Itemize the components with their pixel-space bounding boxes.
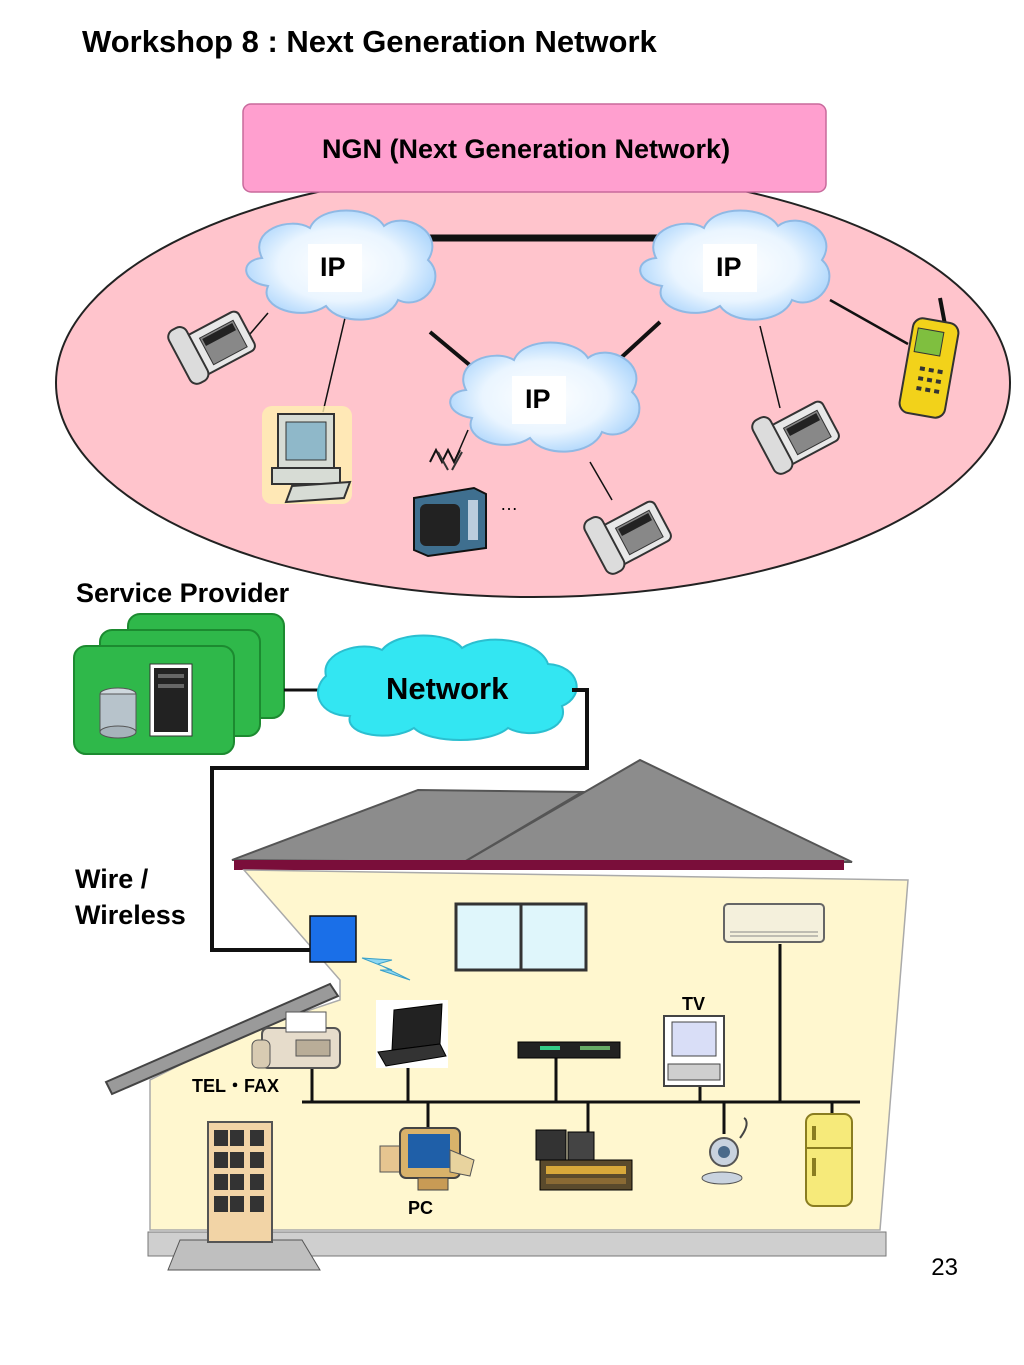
- laptop-icon: [376, 1000, 448, 1068]
- tv-label: TV: [682, 994, 706, 1014]
- telephone-icon: [751, 400, 840, 475]
- network-cloud: [317, 634, 578, 741]
- telephone-icon: [583, 500, 672, 575]
- page-title: Workshop 8 : Next Generation Network: [82, 24, 657, 59]
- ngn-banner-label: NGN (Next Generation Network): [322, 134, 731, 164]
- wire-connection: [210, 688, 589, 952]
- access-point-icon: [309, 915, 357, 963]
- wire-wireless-label-line1: Wire /: [75, 864, 149, 894]
- house: [104, 758, 909, 1271]
- service-provider-servers-icon: [73, 613, 285, 755]
- desktop-computer-icon: [262, 406, 352, 504]
- network-cloud-label: Network: [386, 671, 509, 706]
- wall-tv-icon: [663, 1015, 725, 1087]
- audio-system-icon: [535, 1129, 633, 1191]
- ip-cloud: [449, 341, 641, 453]
- set-top-box-icon: [517, 1041, 621, 1059]
- pc-label: PC: [408, 1198, 434, 1218]
- service-provider-label: Service Provider: [76, 578, 290, 608]
- more-devices-ellipsis: …: [500, 494, 518, 514]
- ip-cloud-label: IP: [716, 252, 742, 282]
- web-camera-icon: [701, 1117, 748, 1185]
- refrigerator-icon: [805, 1113, 853, 1207]
- ip-cloud-label: IP: [525, 384, 551, 414]
- ip-cloud: [639, 209, 831, 321]
- page-number: 23: [931, 1254, 958, 1281]
- tel-fax-label: TEL・FAX: [192, 1076, 280, 1096]
- ip-cloud: [245, 209, 437, 321]
- television-icon: [413, 447, 487, 558]
- wireless-signal-icon: [361, 957, 411, 981]
- ip-cloud-label: IP: [320, 252, 346, 282]
- telephone-icon: [167, 310, 256, 385]
- air-conditioner-icon: [723, 903, 825, 943]
- wire-wireless-label-line2: Wireless: [75, 900, 186, 930]
- mobile-phone-icon: [898, 297, 960, 419]
- pc-icon: [379, 1127, 475, 1191]
- home-network-bus: [302, 944, 860, 1134]
- ngn-banner: [242, 103, 827, 193]
- fax-machine-icon: [251, 1011, 341, 1069]
